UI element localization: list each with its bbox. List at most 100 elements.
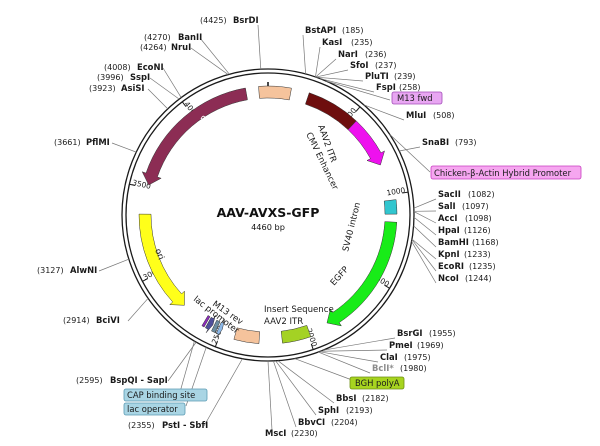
feature-chicken-actin-promoter-2 [347,120,385,166]
plasmid-title: AAV-AVXS-GFP [217,205,320,220]
svg-text:BGH polyA: BGH polyA [355,378,400,388]
site-acci-pos: (1098) [465,214,492,223]
leader-kasi [315,46,321,77]
site-ncoi-pos: (1244) [465,274,492,283]
site-msci: MscI [265,428,286,438]
site-snabi-pos: (793) [455,138,477,147]
tick-4000 [181,101,187,107]
site-group-left-bottom: (2355) PstI - SbfI (2595) BspQI - SapI [76,375,208,430]
site-econi-pos: (4008) [104,63,131,72]
leader-pluti [316,76,364,82]
site-group-right-bottom: BsrGI (1955) PmeI (1969) ClaI (1975) Bcl… [372,328,456,373]
tag-cap-binding: CAP binding site [123,388,208,402]
site-bspqi-pos: (2595) [76,376,103,385]
site-sali-pos: (1097) [462,202,489,211]
site-sali: SalI [438,201,456,211]
tick-label-1000: 1000 [386,186,406,198]
site-sacii-pos: (1082) [468,190,495,199]
site-bstapi: BstAPI [305,25,336,35]
site-econi: EcoNI [137,62,164,72]
leader-banii [199,37,230,75]
tick-3000 [142,278,148,282]
site-banii: BanII [178,32,202,42]
site-clai-pos: (1975) [404,353,431,362]
site-banii-pos: (4270) [144,33,171,42]
site-bbvci-pos: (2204) [331,418,358,427]
site-group-right-mid: SacII (1082) SalI (1097) AccI (1098) Hpa… [438,189,499,283]
site-nrui-pos: (4264) [140,43,167,52]
site-kasi-pos: (235) [351,38,373,47]
leader-bspqi [167,341,197,382]
leader-asisi [147,88,169,110]
leader-ncoi [411,241,437,284]
site-sspi: SspI [130,72,150,82]
site-bcli-pos: (1980) [400,364,427,373]
leader-ecori [411,239,437,272]
tick-2500 [214,341,218,348]
feature-lac-operator-8 [211,319,221,333]
site-sacii: SacII [438,189,461,199]
feature-m13-rev-7 [216,319,225,338]
site-nari-pos: (236) [365,50,387,59]
inner-label-ori: ori [152,247,165,261]
tick-2000 [310,343,314,350]
site-bbsi: BbsI [336,393,356,403]
leader-bstapi [302,34,306,74]
leader-bcli [318,351,371,374]
svg-text:CAP binding site: CAP binding site [127,390,195,400]
site-psti-sbfi: PstI - SbfI [162,420,208,430]
leader-clai [319,351,379,363]
inner-label-egfp: EGFP [329,265,351,288]
leader-bsrgi [323,337,396,351]
inner-label-insert-sequence: Insert Sequence [264,305,334,315]
leader-pflmi [111,142,137,153]
site-leader-lines [98,24,437,431]
site-pmei: PmeI [389,340,413,350]
site-pflmi-pos: (3661) [54,138,81,147]
feature-lac-promoter-9 [205,314,216,333]
site-group-bottom: BbsI (2182) SphI (2193) BbvCI (2204) Msc… [265,393,389,438]
leader-sphi [275,360,317,416]
leader-nrui [190,47,229,75]
leader-fspi [319,78,375,93]
site-sfoi: SfoI [350,60,369,70]
site-asisi: AsiSI [121,83,145,93]
feature-insert-sequence-5 [280,325,312,344]
plasmid-size: 4460 bp [251,222,285,232]
site-bcivi: BciVI [96,315,120,325]
leader-acci [413,211,437,224]
leader-bsrdi [257,24,262,70]
tick-500 [355,106,361,112]
leader-alwni [98,258,129,272]
site-group-left-mid: (2914) BciVI (3127) AlwNI (3661) PflMI [37,137,120,325]
inner-label-sv40-intron: SV40 intron [341,202,363,253]
leader-nari [315,58,337,78]
site-pluti-pos: (239) [394,72,416,81]
svg-text:lac operator: lac operator [127,404,178,414]
feature-arcs [138,85,398,344]
site-bbvci: BbvCI [298,417,325,427]
svg-text:Chicken-β-Actin Hybrid Promote: Chicken-β-Actin Hybrid Promoter [434,168,572,178]
tag-chicken-actin: Chicken-β-Actin Hybrid Promoter [430,165,582,180]
tag-lac-operator: lac operator [123,402,186,416]
site-pflmi: PflMI [86,137,110,147]
leader-sacii [413,198,437,209]
site-alwni-pos: (3127) [37,266,64,275]
tick-1500 [384,284,390,289]
site-mlui-pos: (508) [433,111,455,120]
feature-cap-binding-site-10 [201,315,211,328]
site-bsrdi: BsrDI [233,15,259,25]
leader-m13fwd [325,80,391,101]
leader-msci [267,360,273,431]
tag-m13-fwd: M13 fwd [391,91,443,105]
site-bspqi-sapi: BspQI - SapI [110,375,168,385]
leader-bamhi [413,225,437,248]
site-kpni: KpnI [438,249,460,259]
site-ecori: EcoRI [438,261,464,271]
feature-egfp-4 [326,221,398,327]
site-snabi: SnaBI [422,137,449,147]
site-group-top-left: (3923) AsiSI (3996) SspI (4008) EcoNI (4… [89,15,259,93]
site-bamhi: BamHI [438,237,469,247]
leader-kpni [411,238,437,260]
site-psti-pos: (2355) [128,421,155,430]
